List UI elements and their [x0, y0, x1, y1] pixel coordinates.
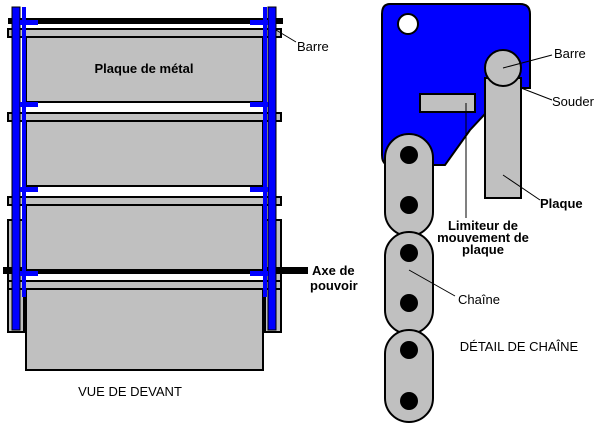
label-axe-line2: pouvoir [310, 278, 358, 293]
label-plaque-de-metal: Plaque de métal [95, 61, 194, 76]
cross-bar-3 [7, 196, 282, 206]
right-brackets [250, 20, 268, 276]
vertical-plate [484, 77, 522, 199]
label-axe-line1: Axe de [312, 263, 355, 278]
label-limiteur-line3: plaque [462, 242, 504, 257]
metal-plate-2 [25, 119, 264, 187]
barre-leader-right [502, 54, 553, 69]
cross-bar-2 [7, 112, 282, 122]
chain-links [384, 133, 434, 423]
souder-leader [520, 87, 553, 101]
metal-plate-3 [25, 203, 264, 271]
label-limiteur-line1: Limiteur de [448, 218, 518, 233]
label-limiteur-line2: mouvement de [437, 230, 529, 245]
label-chaine: Chaîne [458, 292, 500, 307]
chain-pin [400, 392, 418, 410]
label-barre-left: Barre [297, 39, 329, 54]
right-chain [267, 6, 277, 331]
right-chain-inner [263, 7, 267, 297]
label-detail-de-chaine: DÉTAIL DE CHAÎNE [460, 339, 579, 354]
left-brackets [20, 20, 38, 276]
label-barre-right: Barre [554, 46, 586, 61]
bracket-hole [397, 13, 419, 35]
cross-bar-1 [7, 28, 282, 38]
chaine-leader [408, 269, 456, 297]
plaque-leader [502, 174, 541, 201]
metal-plate-4 [25, 287, 264, 371]
label-vue-de-devant: VUE DE DEVANT [78, 384, 182, 399]
cross-bar-4 [7, 280, 282, 290]
front-view: Barre Plaque de métal Axe de pouvoir VUE… [3, 6, 358, 399]
label-plaque: Plaque [540, 196, 583, 211]
barre-leader-left [275, 29, 297, 43]
label-souder: Souder [552, 94, 595, 109]
chain-pin [400, 341, 418, 359]
top-rod [8, 18, 283, 24]
left-chain-inner [22, 7, 26, 297]
chain-link-3 [384, 329, 434, 423]
chain-pin [400, 294, 418, 312]
left-chain [11, 6, 21, 331]
chain-pin [400, 196, 418, 214]
chain-pin [400, 146, 418, 164]
chain-pin [400, 244, 418, 262]
chain-detail: Barre Souder Plaque Limiteur de mouvemen… [381, 3, 595, 423]
plate-limiter [419, 93, 476, 113]
